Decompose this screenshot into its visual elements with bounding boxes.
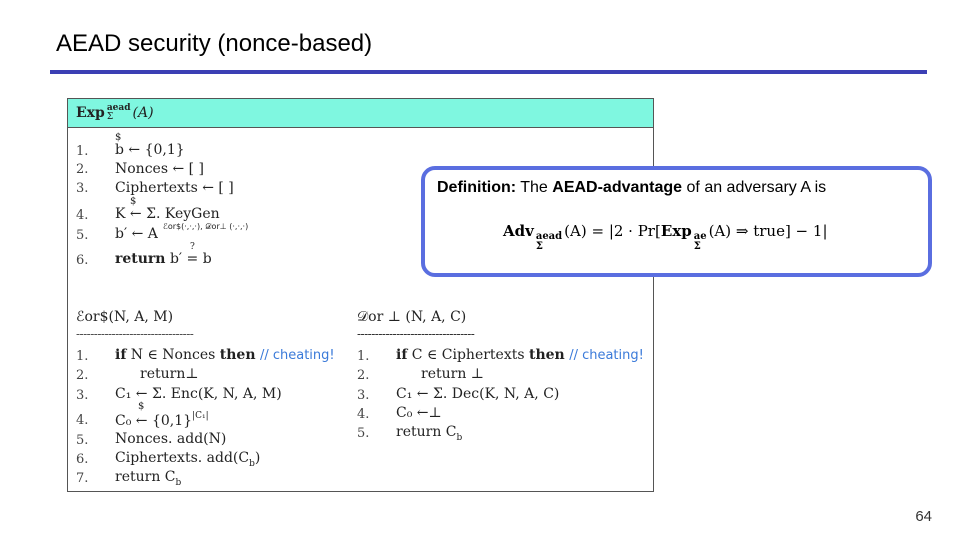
code-line: return b′ = b xyxy=(115,251,212,267)
code-line: Ciphertexts ← [ ] xyxy=(115,180,234,196)
line-number: 6. xyxy=(76,253,89,268)
return-expression: b′ = b xyxy=(169,251,212,267)
exp-subscript: Σ xyxy=(106,112,114,122)
line-number: 4. xyxy=(357,407,370,422)
sub-b: b xyxy=(249,458,255,469)
then-keyword: then xyxy=(219,347,256,363)
definition-text-post: of an adversary A is xyxy=(682,179,827,196)
code-comment: // cheating! xyxy=(569,348,644,363)
code-line: C₁ ← Σ. Dec(K, N, A, C) xyxy=(396,386,560,402)
line-number: 4. xyxy=(76,413,89,428)
c0-exponent: |C₁| xyxy=(192,411,209,421)
line-number: 3. xyxy=(357,388,370,403)
page-number: 64 xyxy=(915,508,932,525)
dashed-rule: --------------------------------- xyxy=(76,327,194,341)
code-line: if N ∈ Nonces then // cheating! xyxy=(115,347,335,363)
code-comment: // cheating! xyxy=(259,348,335,363)
dashed-rule: --------------------------------- xyxy=(357,327,475,341)
exp-label: Exp xyxy=(76,105,105,121)
line-number: 2. xyxy=(357,368,370,383)
formula-middle: (A) = |2 · Pr[ xyxy=(564,222,661,240)
exp-sup: ae xyxy=(693,231,707,242)
sample-marker: $ xyxy=(115,132,122,143)
definition-text: Definition: The AEAD-advantage of an adv… xyxy=(437,179,826,197)
line-number: 5. xyxy=(76,433,89,448)
ct-add: Ciphertexts. add(C xyxy=(115,450,250,466)
enc-oracle-title: ℰor$(N, A, M) xyxy=(76,309,174,325)
line-number: 4. xyxy=(76,208,89,223)
definition-label: Definition: xyxy=(437,179,517,196)
line-number: 1. xyxy=(76,349,89,364)
code-line: C₀ ← {0,1}|C₁| xyxy=(115,411,209,429)
line-number: 5. xyxy=(357,426,370,441)
code-line: if C ∈ Ciphertexts then // cheating! xyxy=(396,347,644,363)
sub-b: b xyxy=(175,477,182,488)
definition-box: Definition: The AEAD-advantage of an adv… xyxy=(421,166,932,277)
sample-marker: $ xyxy=(138,401,145,412)
then-keyword: then xyxy=(529,347,565,363)
exp-superscript: aead xyxy=(106,103,131,113)
security-game-box: Exp aead Σ (A) 1. $ b ← {0,1} 2. Nonces … xyxy=(67,98,654,492)
condition: C ∈ Ciphertexts xyxy=(411,347,525,363)
game-header: Exp aead Σ (A) xyxy=(68,99,653,128)
adv-sup: aead xyxy=(535,231,563,242)
code-line: b′ ← A xyxy=(115,226,158,242)
line-number: 5. xyxy=(76,228,89,243)
if-keyword: if xyxy=(396,347,408,363)
code-line: K ← Σ. KeyGen xyxy=(115,206,220,222)
definition-text-pre: The xyxy=(516,179,553,196)
adv-sub: Σ xyxy=(535,241,543,252)
formula-end: (A) ⇒ true] − 1| xyxy=(708,222,828,240)
code-line: Ciphertexts. add(Cb) xyxy=(115,450,261,469)
line-number: 3. xyxy=(76,181,89,196)
code-line: C₀ ←⊥ xyxy=(396,405,442,421)
exp-argument: (A) xyxy=(132,105,154,121)
exp-sub: Σ xyxy=(693,241,701,252)
return-cb: return C xyxy=(115,469,176,485)
title-divider xyxy=(50,70,927,74)
line-number: 2. xyxy=(76,368,89,383)
code-line: b ← {0,1} xyxy=(115,142,185,158)
line-number: 7. xyxy=(76,471,89,486)
code-line: return⊥ xyxy=(140,366,199,382)
line-number: 1. xyxy=(357,349,370,364)
query-marker: ? xyxy=(190,242,195,252)
code-line: return Cb xyxy=(115,469,181,488)
line-number: 1. xyxy=(76,144,89,159)
page-title: AEAD security (nonce-based) xyxy=(56,30,373,57)
condition: N ∈ Nonces xyxy=(130,347,216,363)
sample-marker: $ xyxy=(130,196,137,207)
code-line: Nonces ← [ ] xyxy=(115,161,205,177)
definition-term: AEAD-advantage xyxy=(552,179,683,196)
return-keyword: return xyxy=(115,251,166,267)
line-number: 6. xyxy=(76,452,89,467)
return-cb: return C xyxy=(396,424,457,440)
code-line: return Cb xyxy=(396,424,462,443)
oracle-superscript: ℰor$(·,·,·), 𝒟or⊥ (·,·,·) xyxy=(163,222,249,231)
dec-oracle-title: 𝒟or ⊥ (N, A, C) xyxy=(357,309,467,325)
exp-label: Exp xyxy=(660,222,692,240)
code-line: return ⊥ xyxy=(421,366,484,382)
adv-label: Adv xyxy=(503,222,534,240)
c0-assignment: C₀ ← {0,1} xyxy=(115,413,193,429)
if-keyword: if xyxy=(115,347,127,363)
code-line: C₁ ← Σ. Enc(K, N, A, M) xyxy=(115,386,282,402)
line-number: 2. xyxy=(76,162,89,177)
sub-b: b xyxy=(456,432,463,443)
code-line: Nonces. add(N) xyxy=(115,431,227,447)
line-number: 3. xyxy=(76,388,89,403)
